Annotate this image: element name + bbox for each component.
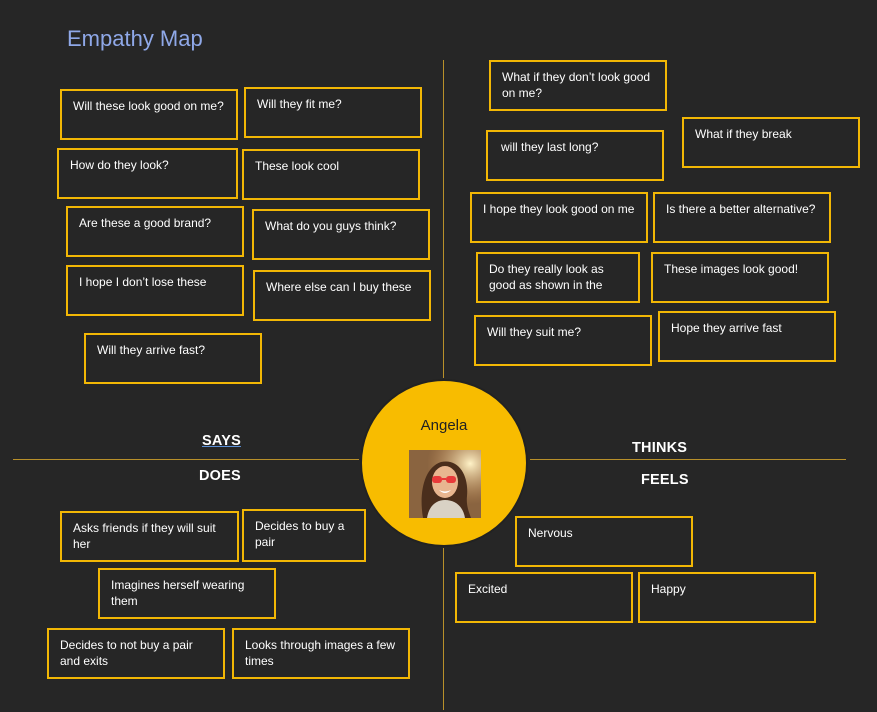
- sticky-note[interactable]: How do they look?: [57, 148, 238, 199]
- sticky-note[interactable]: What do you guys think?: [252, 209, 430, 260]
- sticky-note[interactable]: Do they really look as good as shown in …: [476, 252, 640, 303]
- divider-horizontal-right: [530, 459, 846, 460]
- page-title: Empathy Map: [67, 26, 203, 51]
- sticky-note[interactable]: I hope they look good on me: [470, 192, 648, 243]
- divider-vertical-bottom: [443, 548, 444, 710]
- sticky-note[interactable]: Looks through images a few times: [232, 628, 410, 679]
- sticky-note[interactable]: Asks friends if they will suit her: [60, 511, 239, 562]
- sticky-note[interactable]: will they last long?: [486, 130, 664, 181]
- sticky-note[interactable]: Will they suit me?: [474, 315, 652, 366]
- persona-name: Angela: [420, 417, 468, 434]
- persona-circle: Angela: [360, 379, 528, 547]
- sticky-note[interactable]: What if they break: [682, 117, 860, 168]
- sticky-note[interactable]: Are these a good brand?: [66, 206, 244, 257]
- avatar: [409, 450, 481, 518]
- sticky-note[interactable]: Where else can I buy these: [253, 270, 431, 321]
- sticky-note[interactable]: Happy: [638, 572, 816, 623]
- sticky-note[interactable]: What if they don’t look good on me?: [489, 60, 667, 111]
- sticky-note[interactable]: These look cool: [242, 149, 420, 200]
- divider-horizontal-left: [13, 459, 359, 460]
- sticky-note[interactable]: Hope they arrive fast: [658, 311, 836, 362]
- quadrant-label-thinks: THINKS: [632, 440, 688, 456]
- sticky-note[interactable]: Imagines herself wearing them: [98, 568, 276, 619]
- divider-vertical-top: [443, 60, 444, 378]
- sticky-note[interactable]: Decides to buy a pair: [242, 509, 366, 562]
- quadrant-label-does: DOES: [199, 468, 241, 484]
- quadrant-label-says: SAYS: [202, 433, 241, 449]
- sticky-note[interactable]: Will these look good on me?: [60, 89, 238, 140]
- sticky-note[interactable]: Will they arrive fast?: [84, 333, 262, 384]
- sticky-note[interactable]: Decides to not buy a pair and exits: [47, 628, 225, 679]
- quadrant-label-feels: FEELS: [641, 472, 689, 488]
- sticky-note[interactable]: Will they fit me?: [244, 87, 422, 138]
- persona-photo: [409, 450, 481, 518]
- sticky-note[interactable]: Excited: [455, 572, 633, 623]
- sticky-note[interactable]: Is there a better alternative?: [653, 192, 831, 243]
- sticky-note[interactable]: These images look good!: [651, 252, 829, 303]
- sticky-note[interactable]: I hope I don’t lose these: [66, 265, 244, 316]
- sticky-note[interactable]: Nervous: [515, 516, 693, 567]
